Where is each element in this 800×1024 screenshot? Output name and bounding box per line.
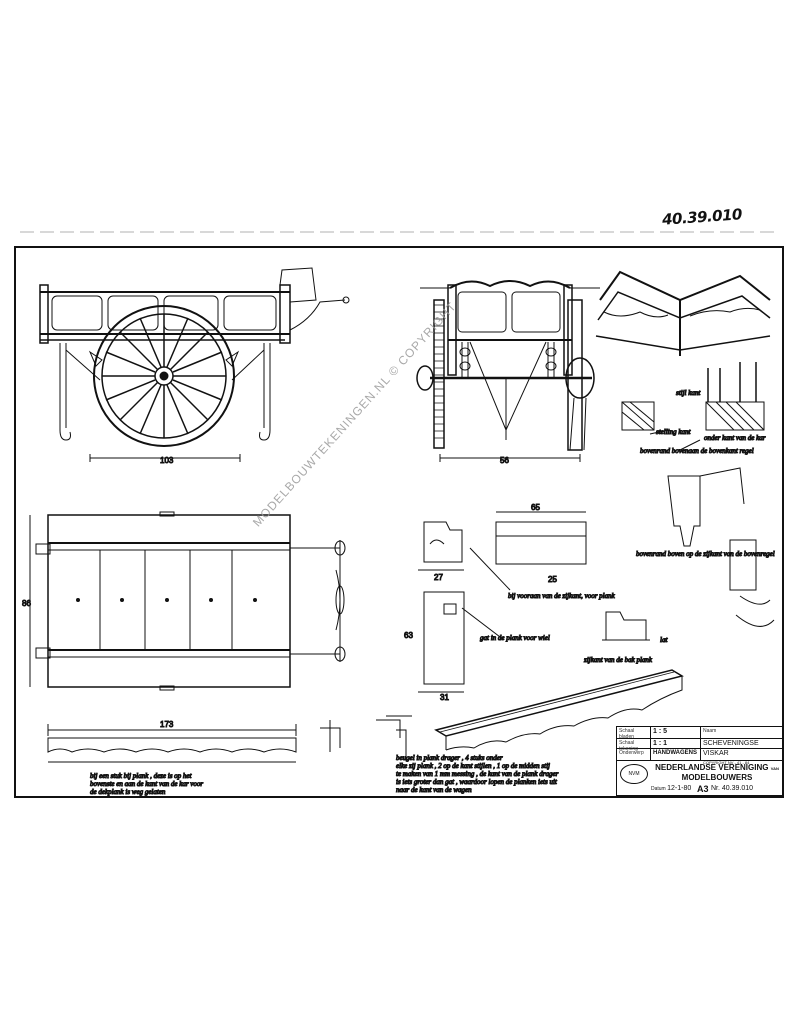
note-rail-joint: onder kant van de kar (704, 434, 766, 442)
title-block-row-type: Schaal tekening 1 : 1 SCHEVENINGSE (617, 739, 783, 752)
nvm-logo: NVM (620, 764, 648, 784)
category-value: HANDWAGENS (653, 750, 698, 756)
note-stelling-kant: stelling kant (656, 428, 691, 436)
title-block-row-category: Onderwerp HANDWAGENS VISKAR (617, 749, 783, 761)
note-bottom-left-2: bovenste en aan de kant van de kar voor (90, 780, 203, 788)
type-label: Schaal tekening (619, 740, 638, 752)
note-bottom-right-5: naar de kant van de wagen (396, 786, 472, 794)
name-label: Naam (703, 728, 717, 734)
scale-label: Schaal bladen (619, 728, 635, 740)
note-bottom-right-4: is iets groter dan gat , waardoor lopen … (396, 778, 558, 786)
number-label: Nr. (711, 785, 720, 792)
organisation-name: NEDERLANDSE VERENIGING VAN MODELBOUWERS (651, 763, 783, 782)
drawing-sheet-border (14, 246, 784, 798)
dim-detail-25: 25 (548, 575, 557, 584)
dim-bottom-length: 173 (160, 720, 174, 729)
note-side-plank: zijkant van de bak plank (583, 656, 653, 664)
sheet-size: A3 (697, 784, 709, 794)
top-view-cart (29, 511, 346, 691)
scale-value: 1 : 5 (653, 728, 668, 735)
org-line-2: MODELBOUWERS (681, 773, 753, 782)
dim-side-length: 103 (160, 456, 174, 465)
dim-detail-27: 27 (434, 573, 443, 582)
category-label: Onderwerp (619, 750, 644, 756)
note-lath: lat (660, 636, 668, 644)
note-bottom-left-3: de dekplank is weg gelaten (90, 788, 166, 796)
title-block: Schaal bladen 1 : 5 Naam Schaal tekening… (616, 726, 784, 796)
date-label: Datum (651, 786, 666, 792)
side-view-cart (39, 267, 350, 462)
dim-detail-31: 31 (440, 693, 449, 702)
copyright-small: COPYRIGHT NV - 41 - 84 (703, 760, 750, 765)
note-bottom-right-2: elke zij plank , 2 op de kant stijlen , … (396, 762, 550, 770)
org-line-1: NEDERLANDSE VERENIGING (655, 763, 769, 772)
name-value-2: VISKAR (703, 750, 729, 757)
dim-top-width: 86 (22, 599, 31, 608)
number-value: 40.39.010 (721, 785, 754, 792)
note-handle: bij vooraan van de zijkant, voor plank (508, 592, 616, 600)
joint-detail-section (602, 362, 775, 641)
note-stijl-kant: stijl kant (676, 389, 701, 397)
plank-detail-drawings (418, 511, 587, 693)
title-block-row-scale: Schaal bladen 1 : 5 Naam (617, 727, 783, 740)
dim-front-width: 56 (500, 456, 509, 465)
note-top-rail: bovenrand bovenaan de bovenkant regel (640, 447, 754, 455)
note-bottom-left-1: bij een stuk bij plank , deze is op het (90, 772, 193, 780)
dim-detail-65: 65 (531, 503, 540, 512)
date-value: 12-1-80 (667, 785, 692, 792)
type-value: 1 : 1 (653, 740, 668, 747)
drawing-number-field: Nr. 40.39.010 (711, 785, 753, 792)
note-top-detail: bovenrand boven op de zijkant van de bov… (636, 550, 775, 558)
name-value-1: SCHEVENINGSE (703, 740, 759, 747)
note-bottom-right-1: beugel in plank drager , 4 stuks onder (396, 754, 503, 762)
org-line-small: VAN (770, 766, 779, 771)
front-view-cart (416, 280, 600, 462)
date-field: Datum 12-1-80 (651, 785, 691, 792)
note-wheel-hole: gat in de plank voor wiel (480, 634, 550, 642)
note-bottom-right-3: te maken van 1 mm messing , de kant van … (396, 770, 559, 778)
corner-perspective-detail (595, 270, 771, 356)
dim-detail-63: 63 (404, 631, 413, 640)
long-plank-detail (376, 669, 684, 760)
side-plank-elevation (47, 720, 341, 763)
